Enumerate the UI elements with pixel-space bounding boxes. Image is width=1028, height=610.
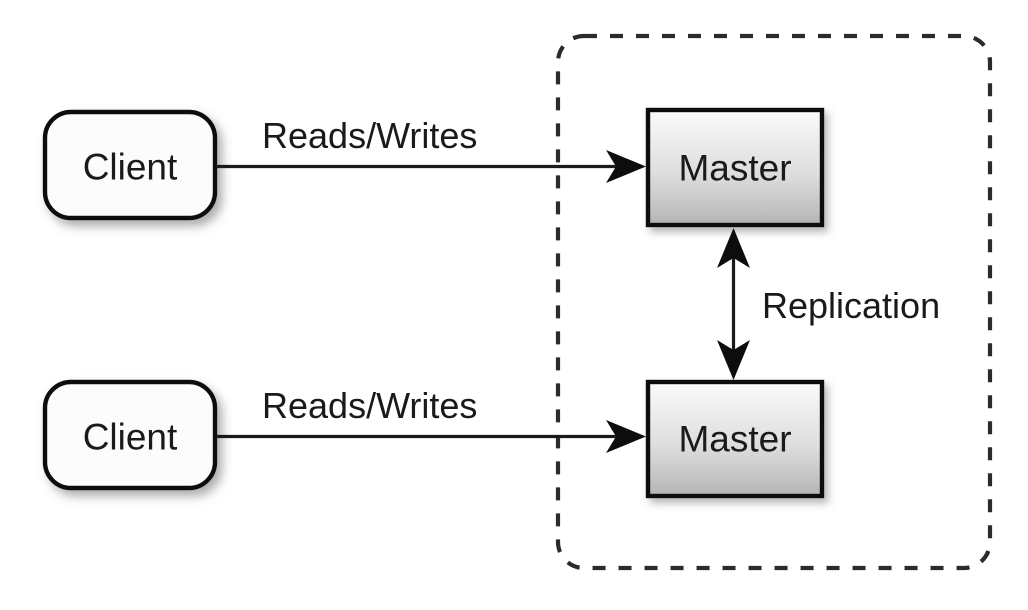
node-master-bottom[interactable]	[645, 379, 825, 499]
arrow-head-right-bottom	[606, 420, 646, 453]
edge-label-replication: Replication	[762, 285, 940, 326]
client-bottom-label: Client	[83, 417, 178, 458]
edge-label-reads-writes-top: Reads/Writes	[262, 115, 477, 156]
node-master-top[interactable]	[645, 107, 825, 228]
edge-label-reads-writes-bottom: Reads/Writes	[262, 385, 477, 426]
client-top-label: Client	[83, 147, 178, 188]
arrow-head-right-top	[606, 150, 646, 183]
master-top-label: Master	[678, 148, 791, 189]
client-bottom-box	[42, 379, 218, 491]
master-bottom-label: Master	[678, 419, 791, 460]
node-client-top[interactable]	[42, 109, 218, 221]
client-top-box	[42, 109, 218, 221]
master-top-box	[645, 107, 825, 228]
arrow-head-up-replication	[717, 228, 750, 268]
edge-reads-writes-bottom	[216, 420, 646, 453]
arrow-head-down-replication	[717, 340, 750, 380]
node-client-bottom[interactable]	[42, 379, 218, 491]
master-bottom-box	[645, 379, 825, 499]
replication-cluster-boundary	[555, 33, 993, 571]
edge-reads-writes-top	[216, 150, 646, 183]
edge-replication	[717, 228, 750, 380]
